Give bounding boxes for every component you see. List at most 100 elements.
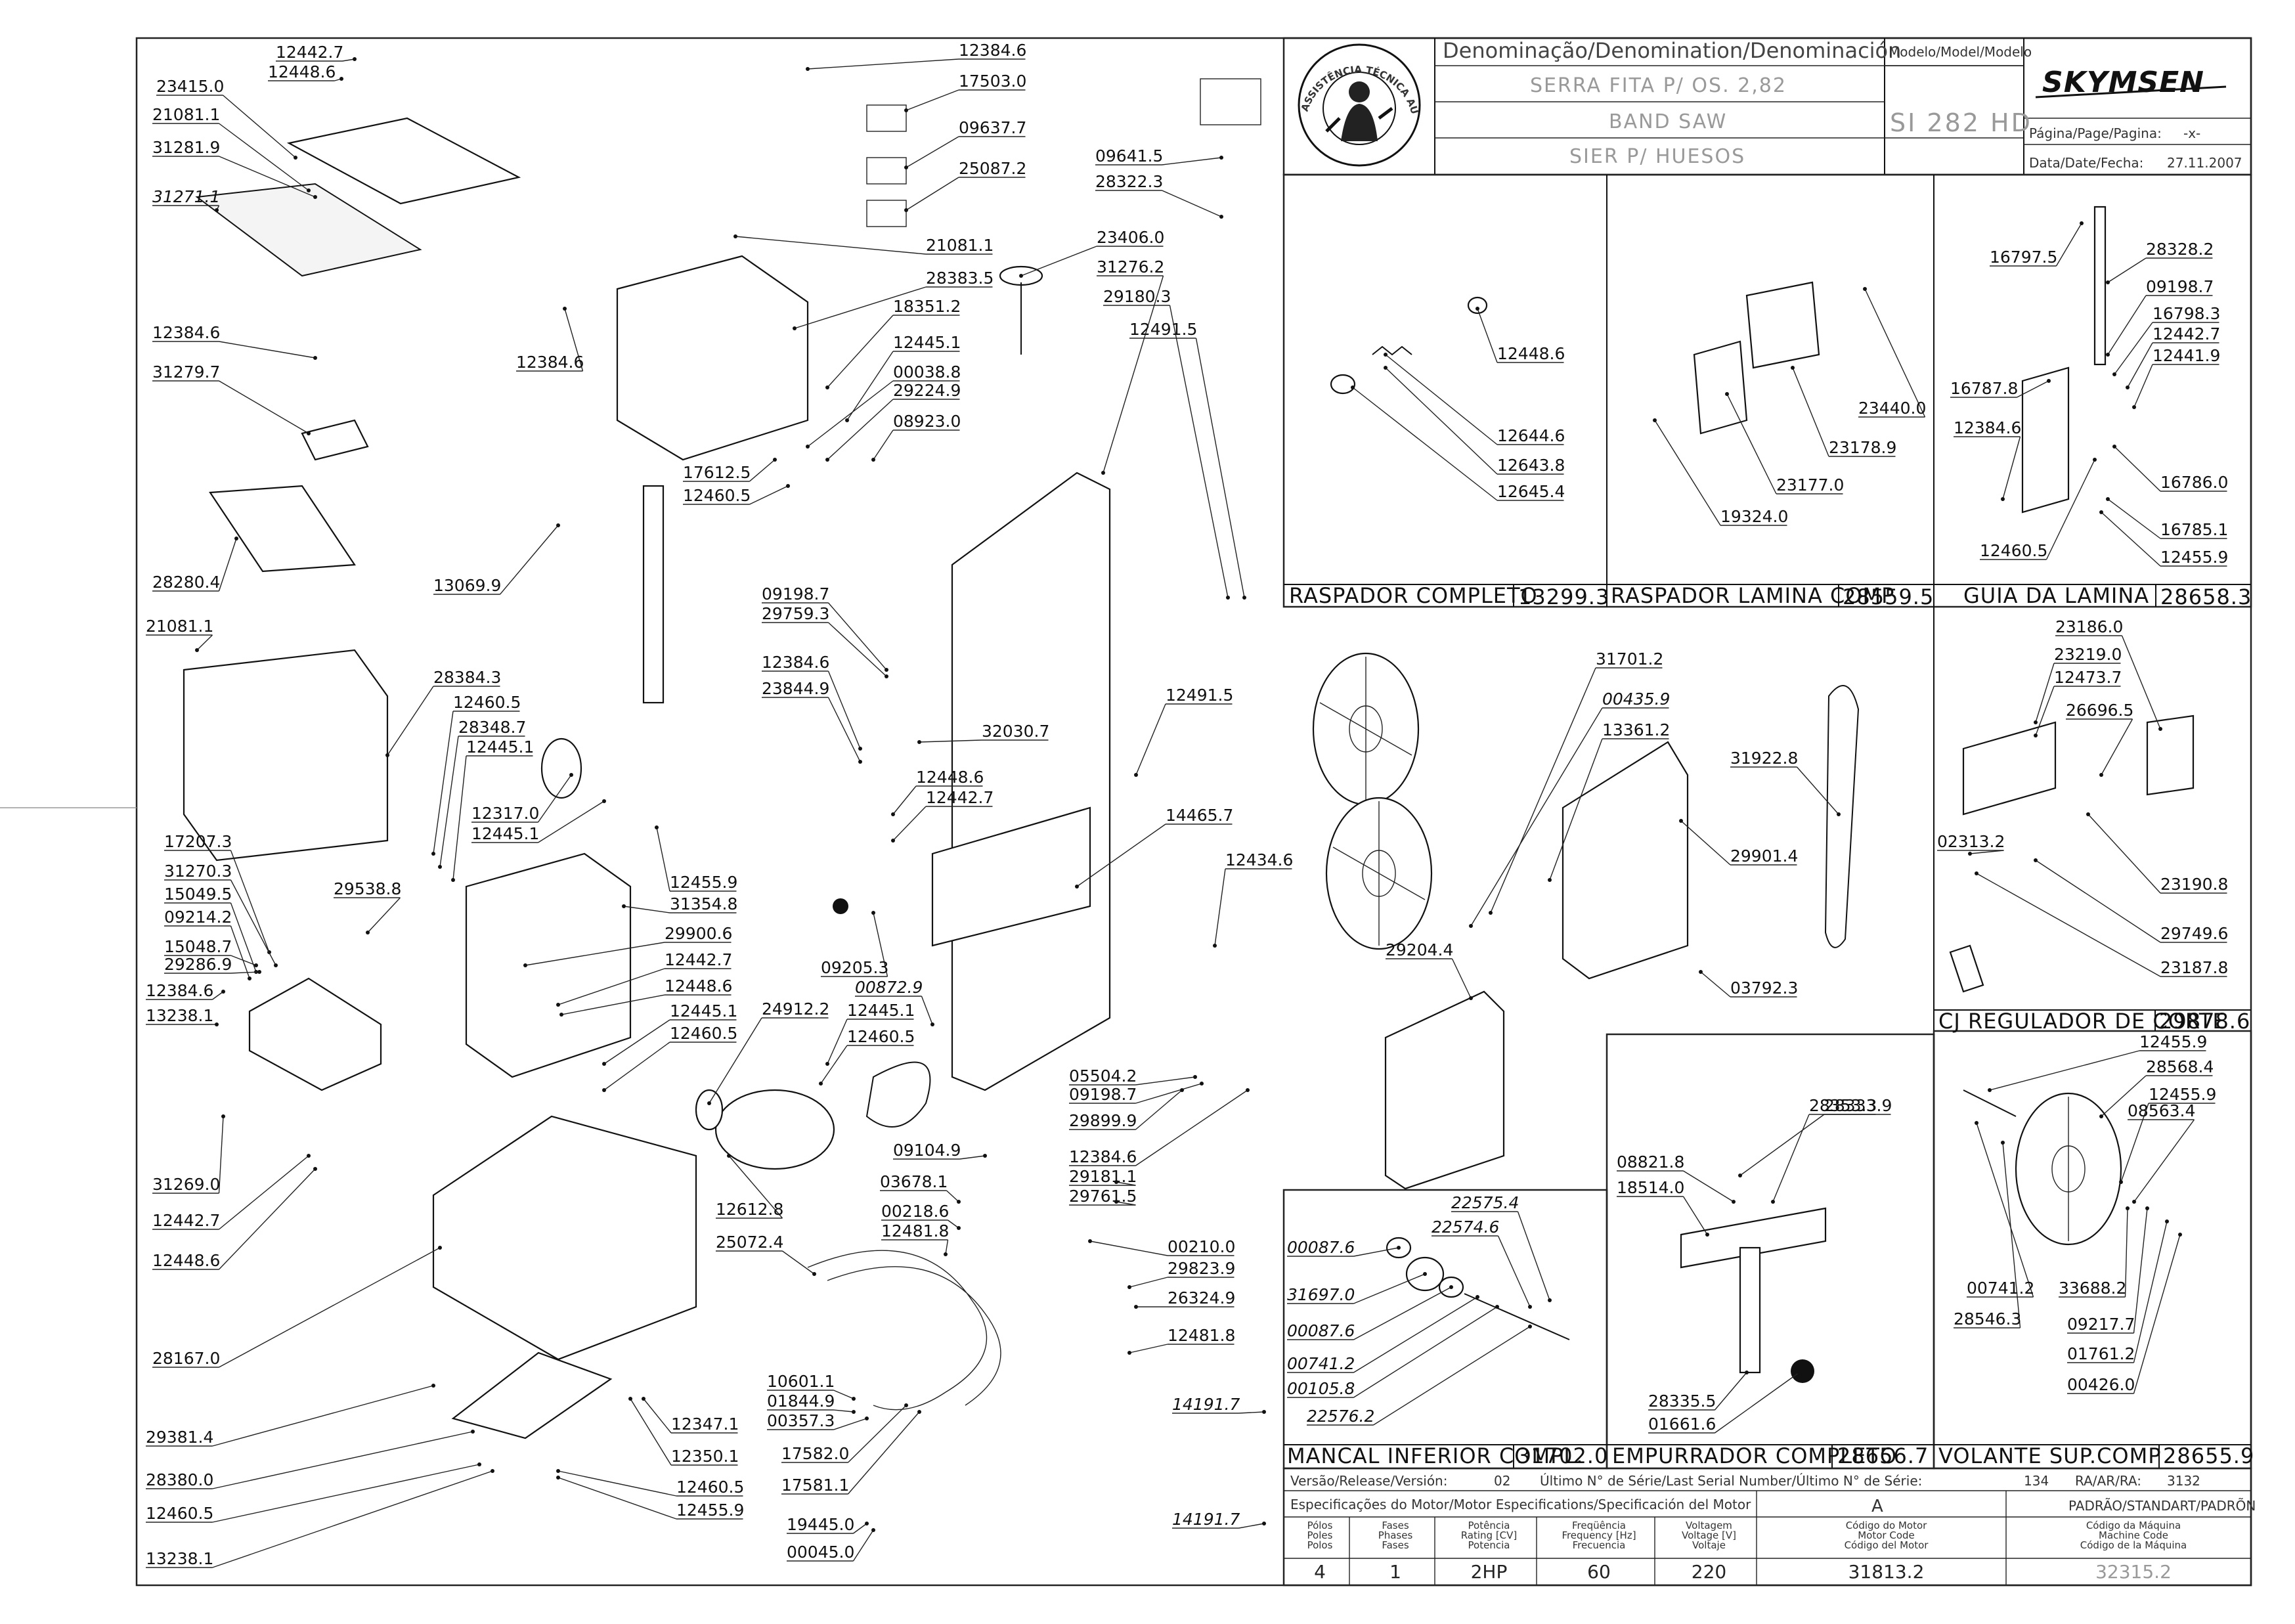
leader-line [2107, 295, 2147, 355]
part-callout: 12384.6 [806, 41, 1026, 71]
part-callout: 23844.9 [762, 679, 862, 764]
volante-sup-comp-callout: 09217.7 [2067, 1206, 2149, 1334]
blade-scraper-bracket [1693, 340, 1748, 435]
part-number-label: 12448.6 [916, 768, 984, 787]
leader-line [749, 459, 776, 482]
leader-dot [2047, 379, 2051, 383]
part-callout: 29900.6 [523, 924, 732, 967]
leader-line [537, 774, 572, 823]
leader-line [2101, 718, 2133, 776]
part-callout: 00210.0 [1088, 1237, 1235, 1256]
spec-col-header: Código do Motor [1846, 1520, 1927, 1531]
saw-column [951, 472, 1111, 1091]
drive-belt [865, 1061, 931, 1128]
leader-dot [2126, 385, 2130, 389]
guia-da-lamina-callout: 12460.5 [1980, 458, 2097, 560]
leader-line [1353, 1306, 1498, 1398]
part-number-label: 31269.0 [152, 1175, 220, 1194]
page-value: -x- [2183, 125, 2200, 141]
fence-rail [301, 419, 369, 461]
spec-col-header: Rating [CV] [1461, 1529, 1518, 1541]
name-en: BAND SAW [1609, 110, 1727, 133]
leader-line [782, 1250, 815, 1275]
part-number-label: 28167.0 [152, 1349, 220, 1368]
leader-dot [1134, 1305, 1138, 1309]
part-number-label: 19445.0 [787, 1515, 854, 1534]
part-number-label: 16786.0 [2160, 473, 2228, 492]
leader-dot [1489, 911, 1493, 915]
leader-line [342, 58, 355, 62]
part-number-label: 08563.4 [2128, 1101, 2195, 1120]
leader-line [656, 827, 670, 892]
leader-line [230, 850, 270, 953]
leader-dot [366, 931, 370, 934]
part-number-label: 12460.5 [146, 1504, 213, 1523]
leader-line [1238, 1411, 1265, 1414]
leader-dot [1213, 944, 1217, 948]
leader-line [1135, 1089, 1183, 1130]
part-number-label: 12460.5 [676, 1478, 744, 1497]
leader-line [1135, 703, 1166, 776]
part-number-label: 00105.8 [1287, 1379, 1355, 1398]
part-callout: 00218.6 [881, 1202, 961, 1230]
part-number-label: 14191.7 [1172, 1510, 1240, 1529]
leader-dot [602, 799, 606, 803]
leader-dot [1019, 274, 1023, 278]
mancal-inferior-compl-callout: 00087.6 [1287, 1285, 1453, 1340]
leader-dot [1469, 924, 1473, 928]
part-number-label: 00210.0 [1168, 1237, 1235, 1256]
leader-dot [257, 970, 261, 974]
part-callout: 23415.0 [156, 77, 297, 160]
part-callout: 31269.0 [152, 1114, 225, 1194]
leader-line [212, 1464, 480, 1523]
part-number-label: 29538.8 [334, 879, 401, 898]
leader-line [873, 429, 894, 460]
leader-line [219, 341, 316, 359]
part-number-label: 12445.1 [847, 1001, 915, 1020]
leader-line [827, 315, 894, 388]
spec-col-header: Machine Code [2099, 1529, 2168, 1541]
leader-line [948, 1219, 959, 1229]
leader-line [1116, 1201, 1136, 1206]
leader-line [827, 697, 861, 762]
leader-line [1103, 275, 1164, 473]
part-callout: 14191.7 [1172, 1395, 1266, 1414]
leader-line [196, 634, 213, 651]
leader-dot [1699, 970, 1703, 974]
leader-line [873, 912, 888, 977]
part-callout: 31281.9 [152, 138, 317, 199]
part-callout: 29899.9 [1069, 1088, 1184, 1130]
leader-dot [451, 878, 455, 882]
empurrador-completo-callout: 18514.0 [1617, 1178, 1709, 1237]
table-top [286, 117, 521, 205]
decal-09637 [866, 157, 907, 185]
leader-line [728, 1155, 783, 1219]
decal-25087 [866, 200, 907, 227]
part-callout: 00872.9 [855, 978, 934, 1026]
leader-dot [2178, 1233, 2182, 1237]
volante-sup-comp-callout: 33688.2 [2059, 1206, 2130, 1298]
leader-line [2120, 1103, 2149, 1183]
side-cover [183, 649, 389, 862]
part-number-label: 12384.6 [516, 353, 584, 372]
leader-line [1654, 420, 1721, 526]
leader-line [1549, 738, 1603, 881]
part-number-label: 23190.8 [2160, 875, 2228, 894]
part-callout: 12384.6 [516, 307, 584, 372]
part-number-label: 22575.4 [1451, 1193, 1519, 1212]
leader-dot [1219, 156, 1223, 160]
part-callout: 31279.7 [152, 362, 311, 435]
leader-dot [563, 307, 567, 311]
part-number-label: 12455.9 [670, 873, 737, 892]
part-number-label: 00426.0 [2067, 1375, 2135, 1394]
push-knob-2 [1791, 1359, 1814, 1383]
part-callout: 00038.8 [806, 362, 961, 449]
spec-col-header: Motor Code [1858, 1529, 1915, 1541]
part-callout: 28380.0 [146, 1430, 475, 1489]
part-number-label: 12384.6 [762, 653, 829, 672]
leader-line [1772, 1114, 1810, 1202]
part-number-label: 28322.3 [1095, 172, 1163, 191]
decal-box [1200, 78, 1261, 125]
leader-line [847, 1411, 920, 1495]
leader-dot [1863, 287, 1867, 291]
